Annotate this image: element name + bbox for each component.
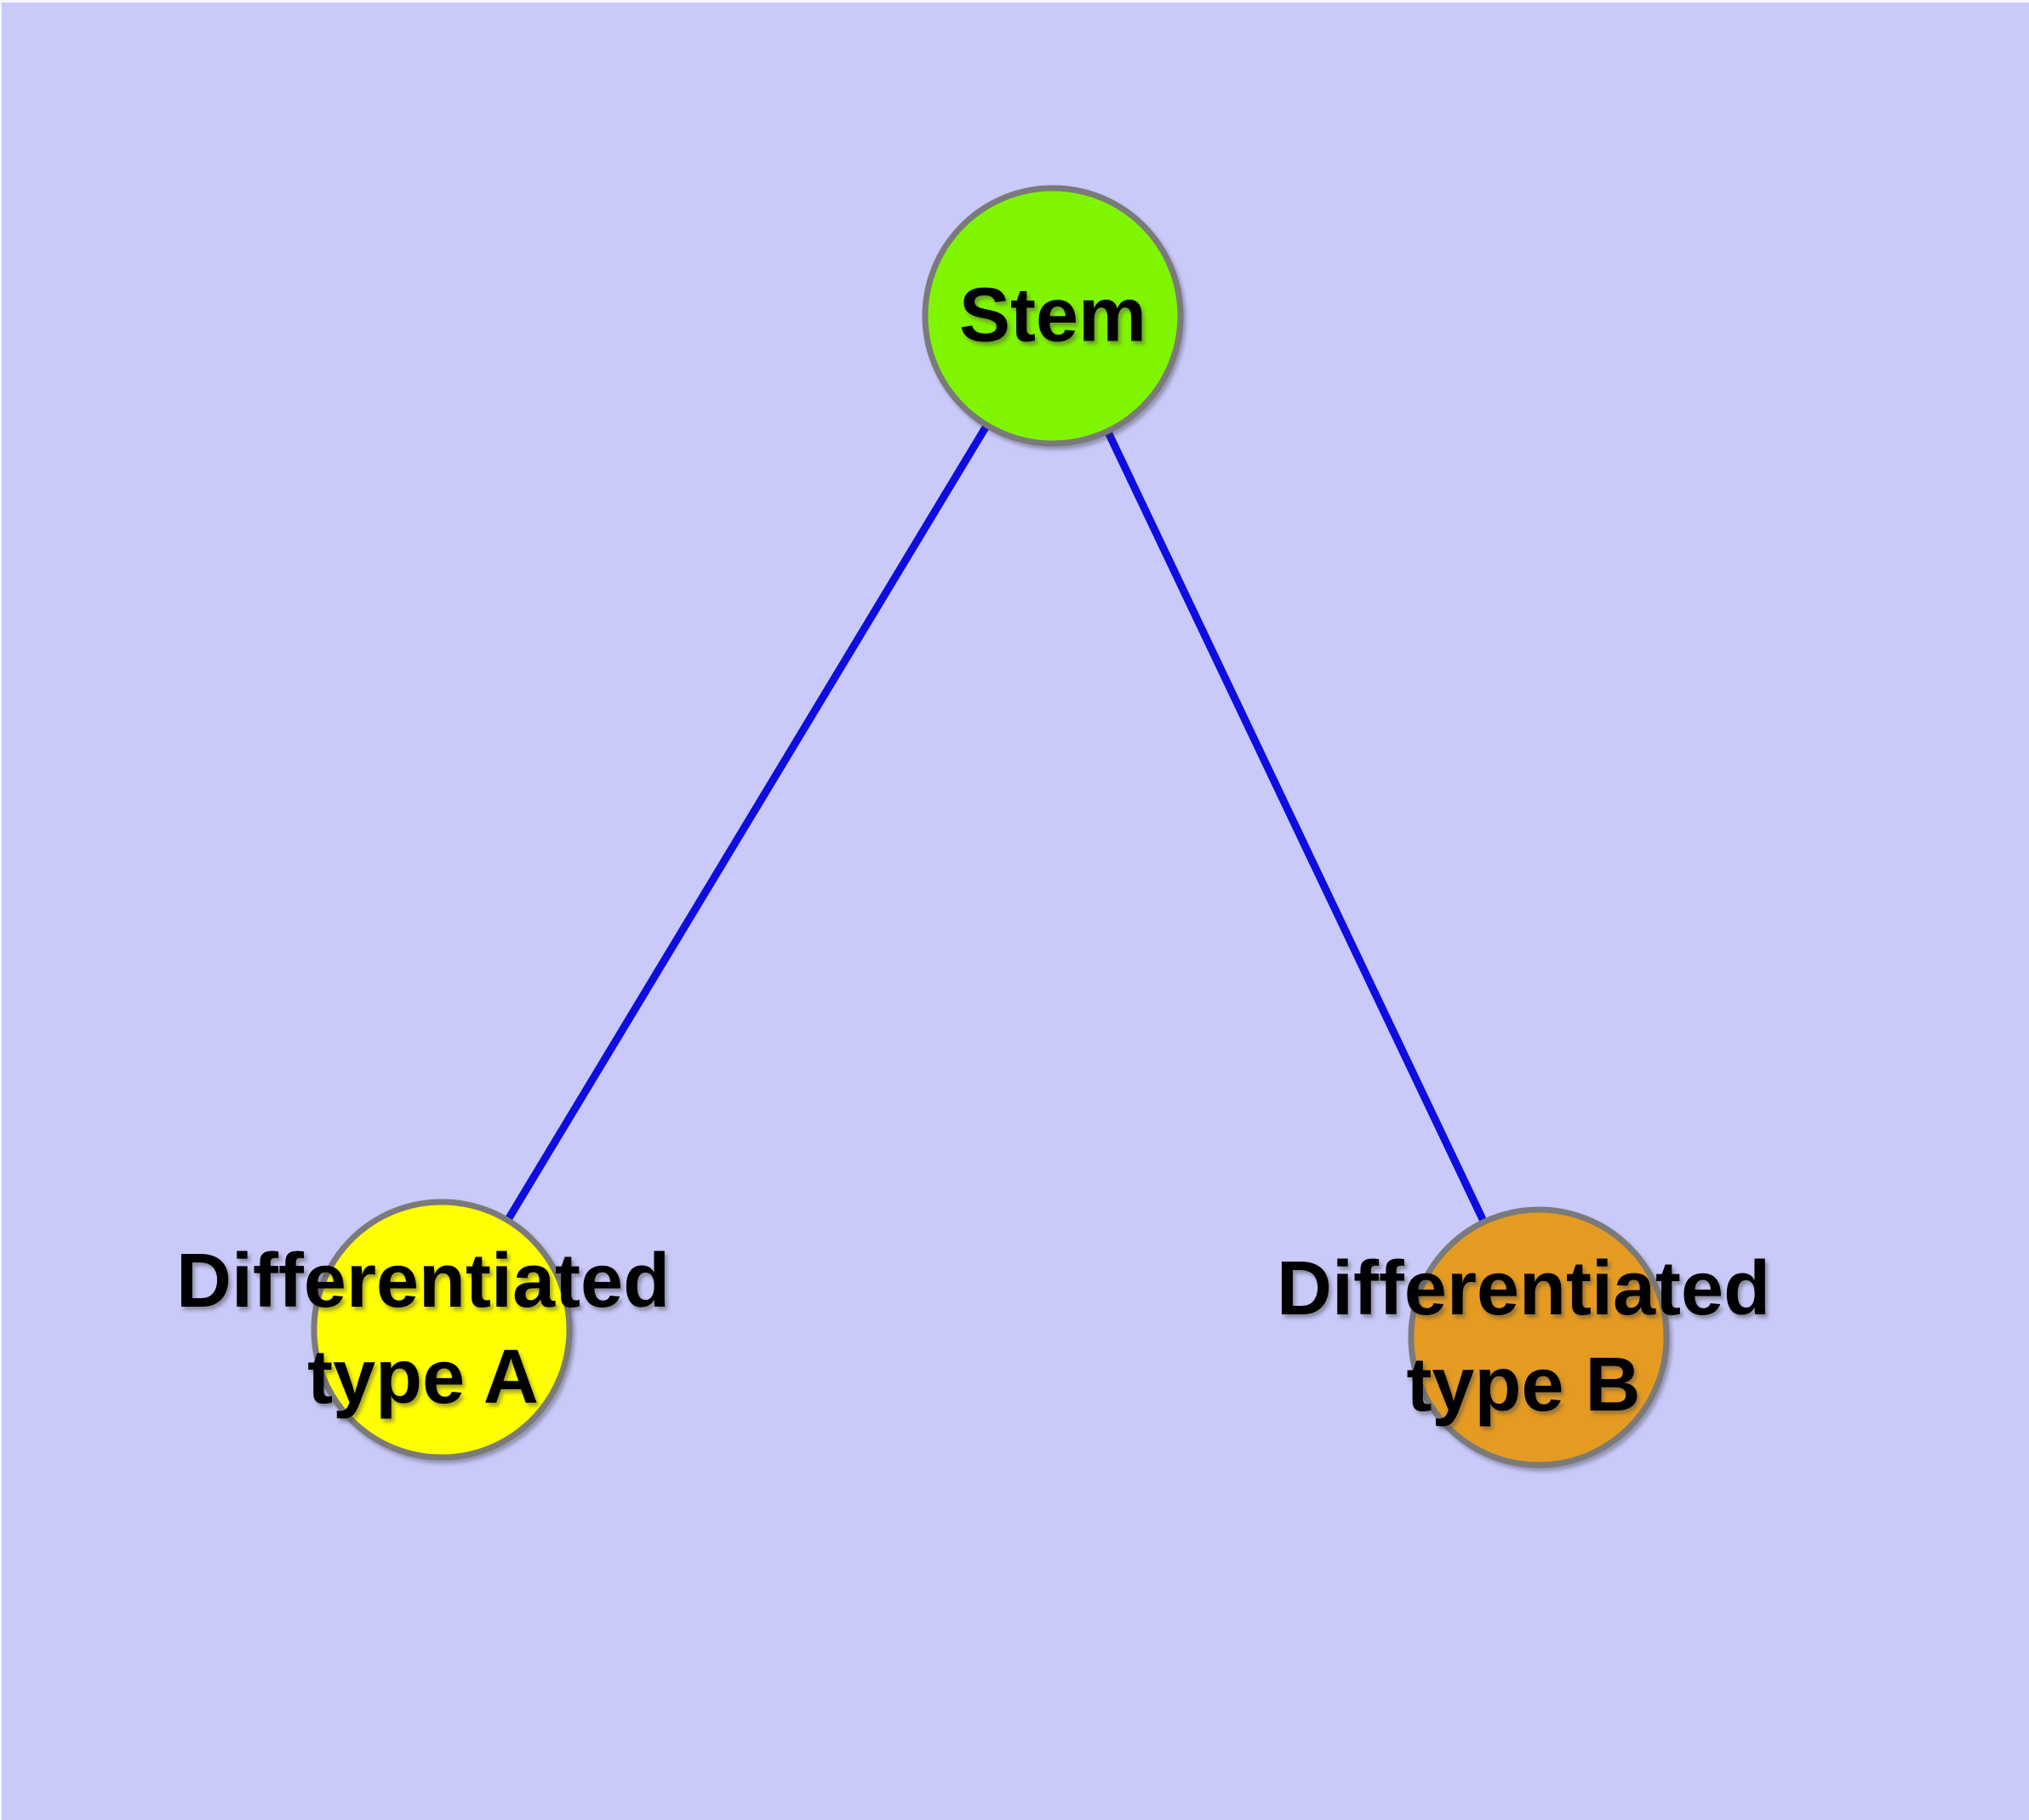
node-typeA[interactable] [311, 1199, 573, 1461]
node-label-differentiated-type-a: Differentiated type A [176, 1233, 670, 1426]
node-label-line: type A [307, 1335, 539, 1420]
canvas-top-edge [0, 0, 2029, 3]
node-label-line: Differentiated [175, 1239, 671, 1324]
node-label-line: Stem [958, 272, 1147, 358]
node-label-line: Differentiated [1276, 1246, 1771, 1331]
edge-stem-typeB[interactable] [1049, 314, 1543, 1339]
node-stem[interactable] [922, 185, 1184, 447]
canvas-left-edge [0, 0, 2, 1820]
node-typeB[interactable] [1408, 1206, 1670, 1468]
node-label-line: type B [1406, 1342, 1641, 1428]
node-label-differentiated-type-b: Differentiated type B [1277, 1241, 1770, 1434]
node-label-stem: Stem [959, 268, 1146, 364]
edge-stem-typeA[interactable] [438, 313, 1056, 1332]
